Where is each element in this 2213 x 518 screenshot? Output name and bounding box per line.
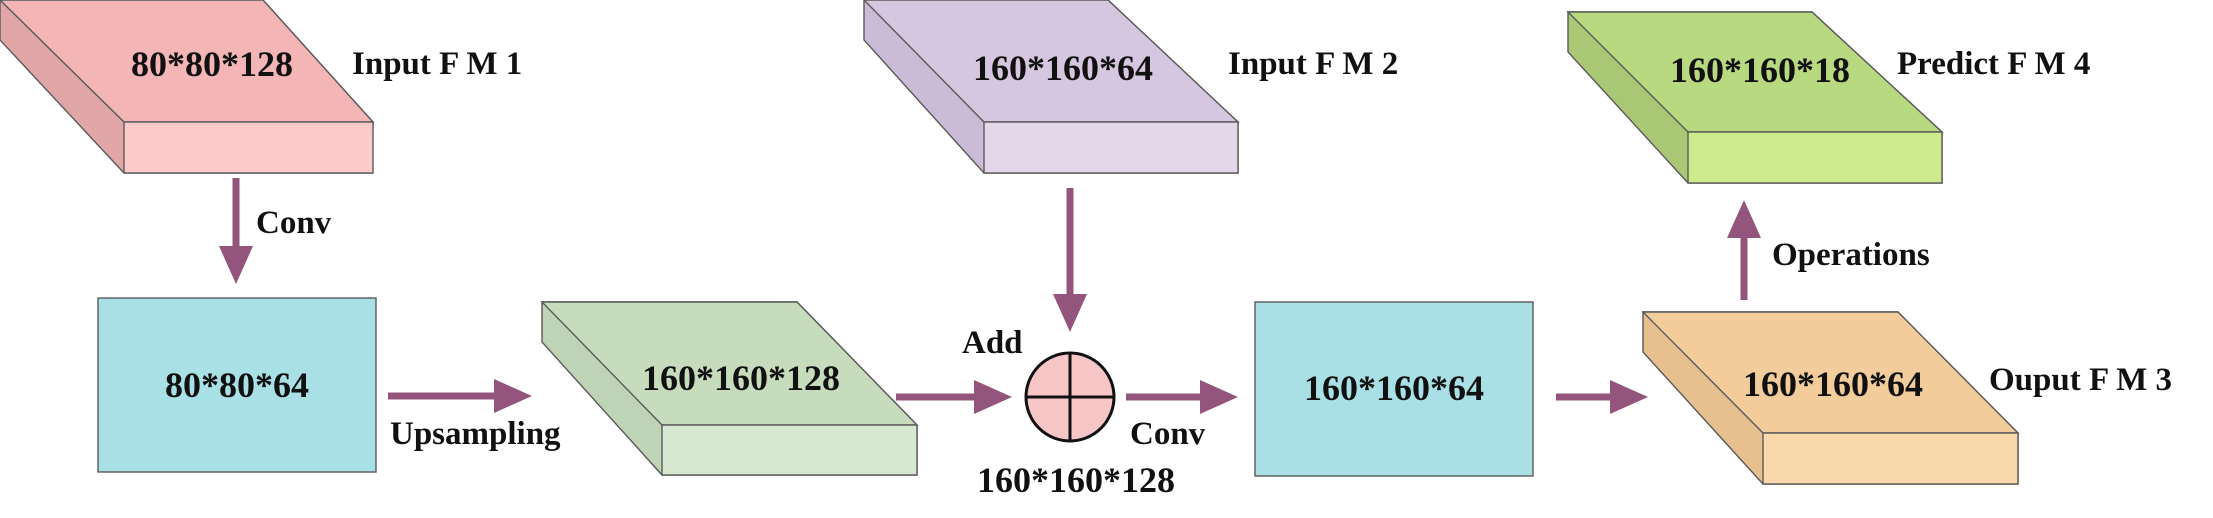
output-fm3-label: Ouput F M 3: [1989, 362, 2172, 398]
conv-a-dims: 80*80*64: [165, 365, 309, 405]
output-fm3-block: 160*160*64: [1641, 311, 2020, 485]
upsampled-block: 160*160*128: [540, 301, 919, 476]
input-fm1-block: 80*80*128: [0, 0, 375, 174]
conv1-label: Conv: [256, 205, 332, 241]
input-fm2-dims: 160*160*64: [973, 48, 1153, 88]
input-fm2-block: 160*160*64: [863, 0, 1240, 174]
upsampled-dims: 160*160*128: [642, 358, 840, 398]
input-fm1-label: Input F M 1: [352, 46, 522, 82]
upsampling-label: Upsampling: [390, 416, 561, 452]
operations-label: Operations: [1772, 237, 1930, 273]
add-label: Add: [962, 325, 1023, 361]
conv-b-dims: 160*160*64: [1304, 368, 1484, 408]
predict-fm4-label: Predict F M 4: [1897, 46, 2090, 82]
conv-a-block: 80*80*64: [97, 297, 377, 473]
input-fm2-label: Input F M 2: [1228, 46, 1398, 82]
predict-fm4-dims: 160*160*18: [1670, 50, 1850, 90]
predict-fm4-block: 160*160*18: [1566, 11, 1944, 184]
output-fm3-dims: 160*160*64: [1743, 364, 1923, 404]
add-node: [1024, 351, 1116, 443]
conv2-label: Conv: [1130, 416, 1206, 452]
input-fm1-dims: 80*80*128: [131, 44, 293, 84]
conv-b-block: 160*160*64: [1254, 301, 1534, 477]
add-dims: 160*160*128: [977, 460, 1175, 500]
